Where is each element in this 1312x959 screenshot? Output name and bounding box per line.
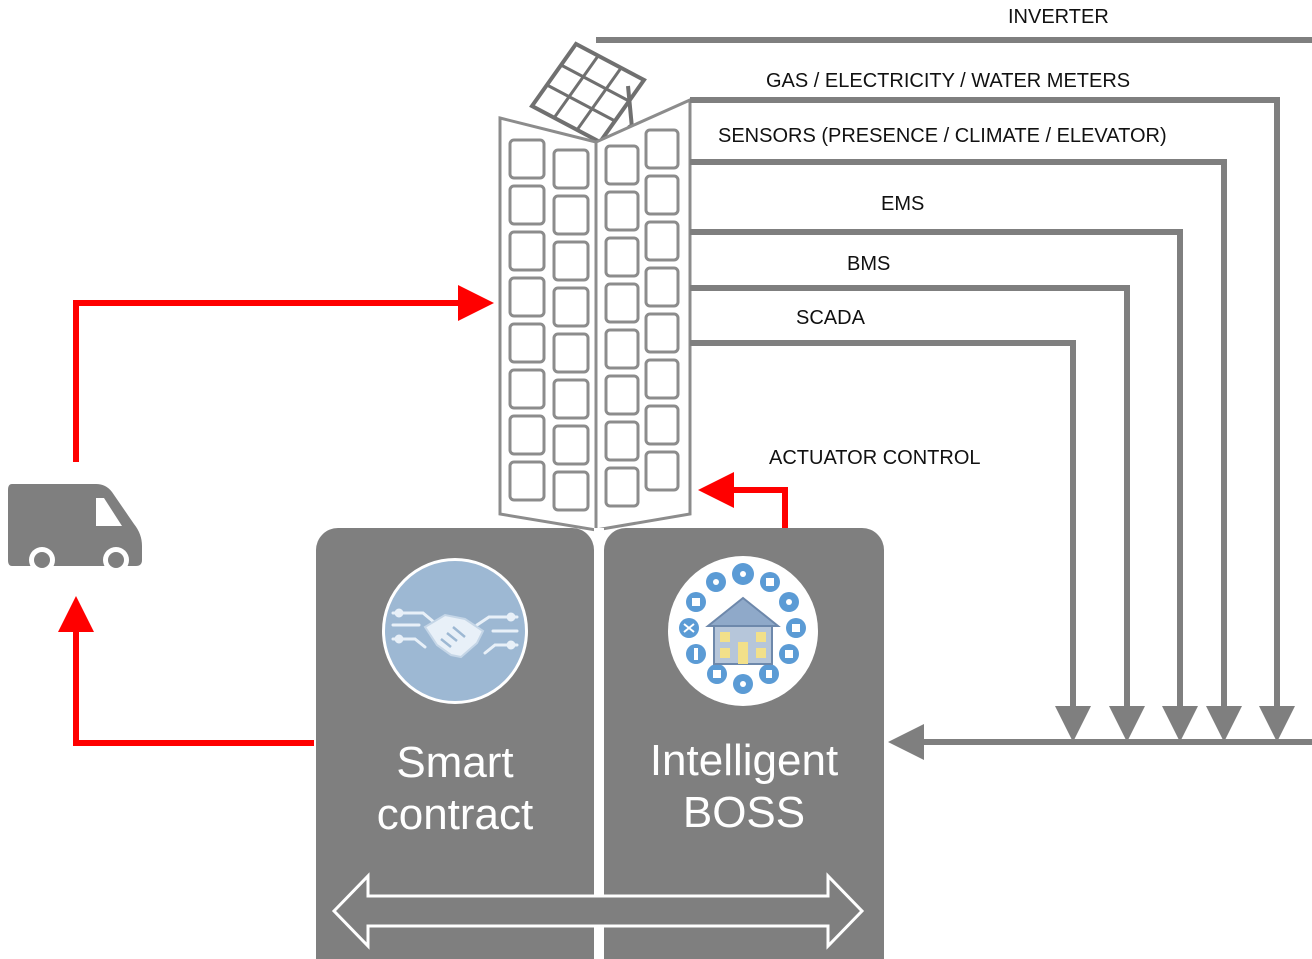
intelligent-boss-panel: Intelligent BOSS (604, 528, 884, 959)
data-feed-lines (596, 37, 1312, 760)
building-icon (498, 41, 692, 532)
bms-label: BMS (847, 253, 891, 275)
meters-line (690, 97, 1295, 742)
panel-divider (594, 528, 604, 959)
actuator-control-arrow (698, 472, 788, 528)
scada-line (690, 340, 1091, 742)
meters-label: GAS / ELECTRICITY / WATER METERS (766, 70, 1131, 92)
smart-contract-panel: Smart contract (316, 528, 594, 959)
actuator-control-label: ACTUATOR CONTROL (769, 447, 981, 469)
ems-label: EMS (881, 193, 925, 215)
intelligent-boss-title-line1: Intelligent (649, 736, 839, 785)
intelligent-boss-title-line2: BOSS (682, 788, 806, 837)
sensors-line (690, 159, 1242, 742)
smart-contract-title-line2: contract (376, 790, 534, 839)
contract-to-van-arrow (58, 596, 314, 746)
red-flow-arrows (58, 285, 788, 746)
van-icon (8, 484, 142, 573)
smart-contract-title-line1: Smart (396, 738, 514, 787)
solar-panel-icon (529, 41, 647, 145)
sensors-label: SENSORS (PRESENCE / CLIMATE / ELEVATOR) (718, 125, 1167, 147)
inverter-label: INVERTER (1008, 6, 1109, 28)
handshake-icon (382, 558, 528, 704)
ems-line (690, 229, 1198, 742)
van-to-building-arrow (73, 285, 494, 462)
smart-home-icon (668, 556, 818, 706)
scada-label: SCADA (796, 307, 865, 329)
bms-line (690, 285, 1145, 742)
